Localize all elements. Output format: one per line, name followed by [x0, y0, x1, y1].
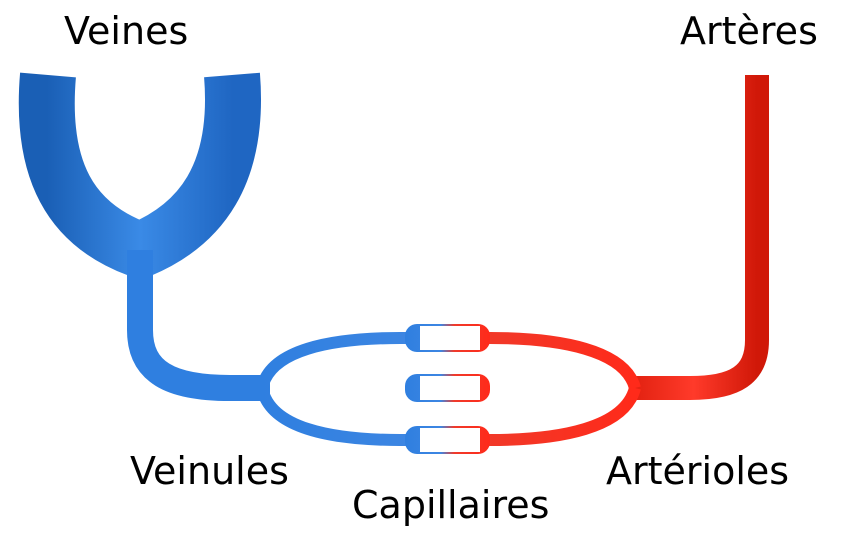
label-venules: Veinules	[130, 452, 289, 490]
capillary-bed-top	[405, 324, 490, 352]
vein-u-shape	[47, 75, 233, 250]
artery-trunk	[630, 75, 757, 388]
label-arterioles: Artérioles	[606, 452, 789, 490]
capillary-bed-middle	[405, 374, 490, 402]
label-arteries: Artères	[680, 12, 818, 50]
label-veins: Veines	[64, 12, 188, 50]
label-capillaries: Capillaires	[352, 486, 549, 524]
capillary-bed-bottom	[405, 426, 490, 454]
